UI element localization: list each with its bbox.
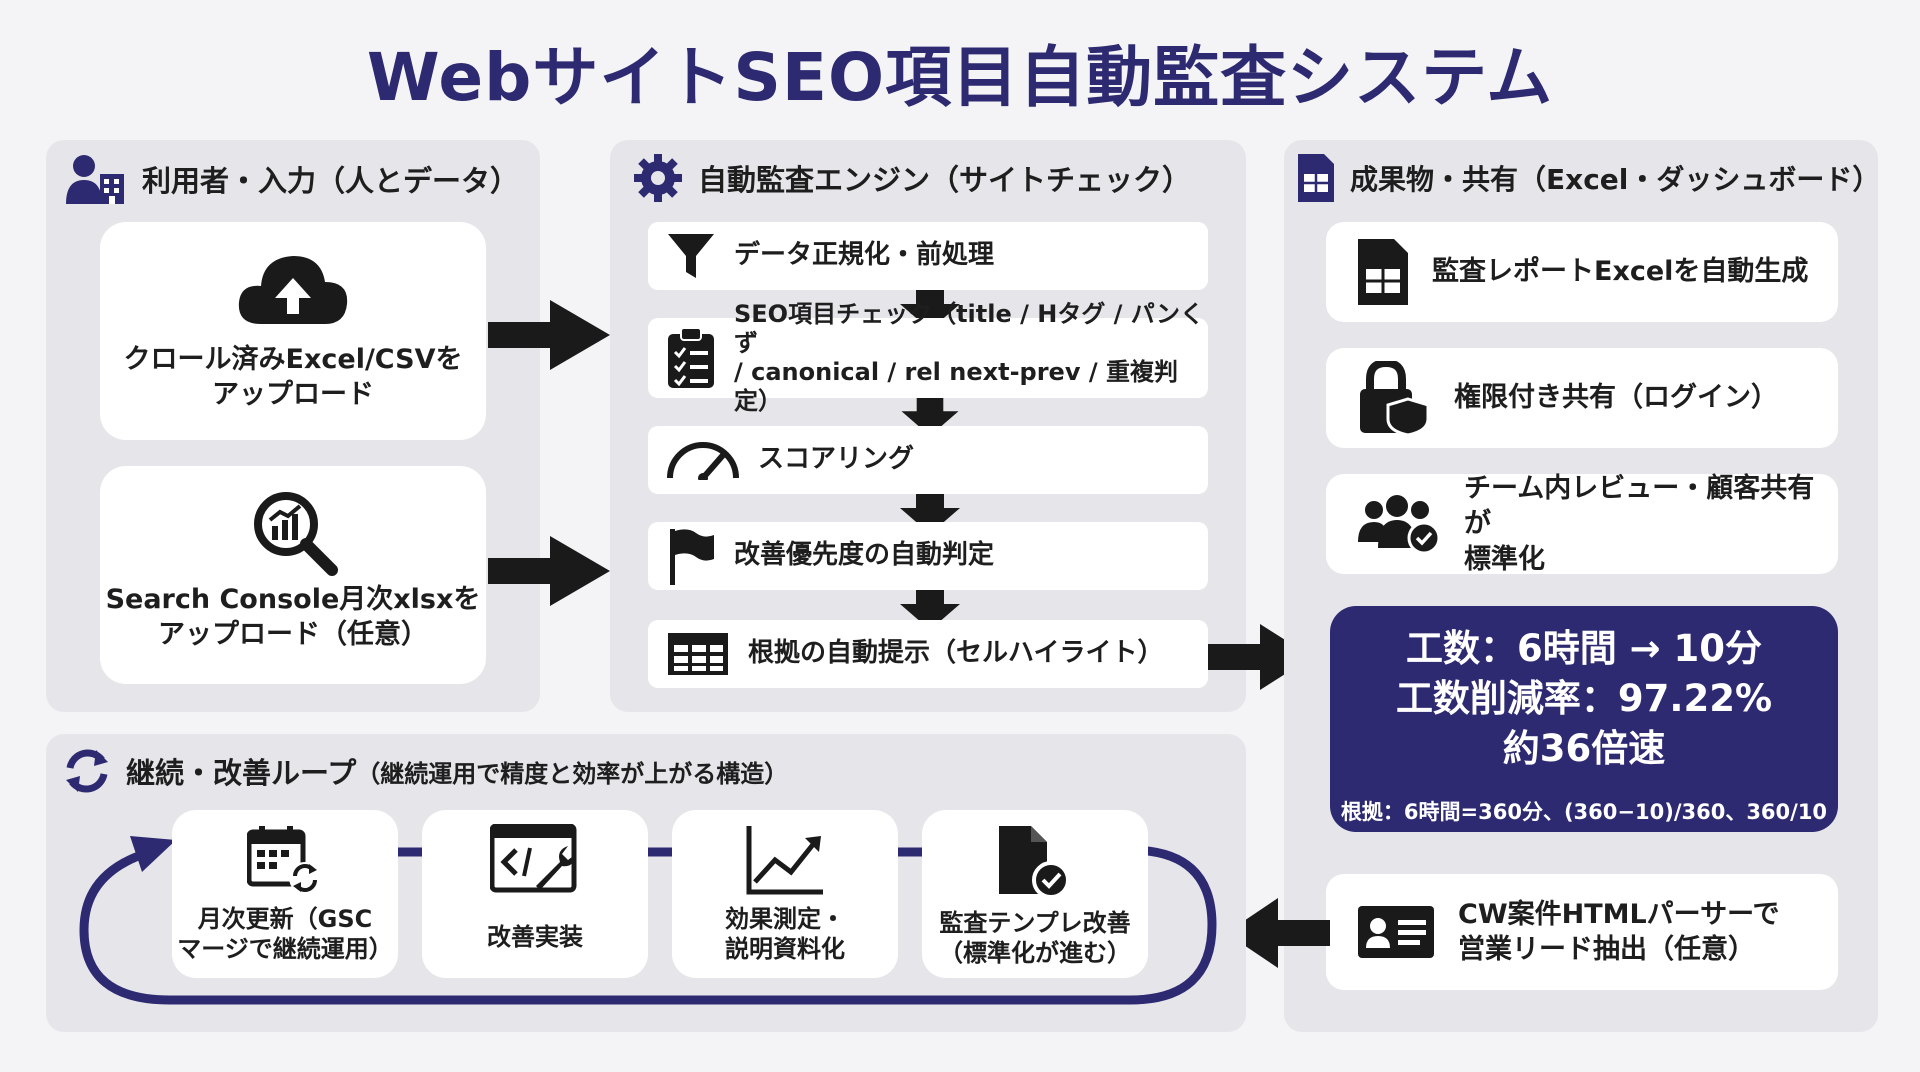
loop-item-implementation: 改善実装 xyxy=(422,810,648,978)
step-seo-check-label: SEO項目チェック（title / Hタグ / パンくず / canonical… xyxy=(734,300,1208,415)
gauge-icon xyxy=(666,440,740,480)
output-card-share: 権限付き共有（ログイン） xyxy=(1326,348,1838,448)
cloud-upload-icon xyxy=(233,248,353,328)
page-title: WebサイトSEO項目自動監査システム xyxy=(366,39,1554,116)
loop-item-monthly-update-label: 月次更新（GSC マージで継続運用） xyxy=(177,904,393,964)
input-card-search-console: Search Console月次xlsxを アップロード（任意） xyxy=(100,466,486,684)
down-arrow-2 xyxy=(901,398,959,436)
loop-item-template: 監査テンプレ改善 （標準化が進む） xyxy=(922,810,1148,978)
id-card-icon xyxy=(1356,904,1436,960)
step-priority-label: 改善優先度の自動判定 xyxy=(734,540,995,571)
arrow-crawl-to-engine xyxy=(488,300,610,370)
input-card-sc-line2: アップロード（任意） xyxy=(158,619,428,651)
loop-heading-text: 継続・改善ループ xyxy=(126,756,357,790)
loop-item-measurement-label: 効果測定・ 説明資料化 xyxy=(725,904,845,964)
output-card-parser-line1: CW案件HTMLパーサーで xyxy=(1458,898,1780,930)
output-card-review: チーム内レビュー・顧客共有が 標準化 xyxy=(1326,471,1838,576)
spreadsheet-doc-icon xyxy=(1296,152,1336,204)
loop-item-1-line2: マージで継続運用） xyxy=(177,935,393,963)
table-icon xyxy=(666,631,730,677)
result-time-reduction: 工数：6時間 → 10分 xyxy=(1406,627,1762,670)
line-chart-icon xyxy=(745,824,825,896)
input-card-sc-line1: Search Console月次xlsxを xyxy=(105,584,481,615)
step-seo-check: SEO項目チェック（title / Hタグ / パンくず / canonical… xyxy=(648,300,1208,415)
loop-item-template-label: 監査テンプレ改善 （標準化が進む） xyxy=(939,908,1131,968)
loop-item-4-line2: （標準化が進む） xyxy=(939,939,1131,967)
down-arrow-4 xyxy=(900,590,960,630)
loop-heading-sub: （継続運用で精度と効率が上がる構造） xyxy=(356,759,789,788)
output-panel-heading: 成果物・共有（Excel・ダッシュボード） xyxy=(1296,152,1880,204)
input-card-crawl: クロール済みExcel/CSVを アップロード xyxy=(100,222,486,440)
engine-heading-text: 自動監査エンジン（サイトチェック） xyxy=(698,163,1192,197)
result-basis: 根拠：6時間=360分、(360−10)/360、360/10 xyxy=(1340,800,1828,824)
clipboard-check-icon xyxy=(666,326,716,390)
step-priority: 改善優先度の自動判定 xyxy=(648,522,1208,590)
output-card-share-label: 権限付き共有（ログイン） xyxy=(1454,382,1778,414)
input-card-crawl-line2: アップロード xyxy=(212,379,374,411)
filter-icon xyxy=(666,232,716,280)
output-card-excel: 監査レポートExcelを自動生成 xyxy=(1326,222,1838,322)
step-normalize: データ正規化・前処理 xyxy=(648,222,1208,290)
loop-item-1-line1: 月次更新（GSC xyxy=(197,905,373,933)
loop-item-monthly-update: 月次更新（GSC マージで継続運用） xyxy=(172,810,398,978)
step-evidence: 根拠の自動提示（セルハイライト） xyxy=(648,620,1208,688)
input-card-crawl-label: クロール済みExcel/CSVを アップロード xyxy=(100,342,486,412)
step-evidence-label: 根拠の自動提示（セルハイライト） xyxy=(748,638,1164,669)
arrow-parser-to-loop xyxy=(1226,898,1330,968)
loop-item-3-line2: 説明資料化 xyxy=(725,935,845,963)
output-card-review-label: チーム内レビュー・顧客共有が 標準化 xyxy=(1464,471,1838,576)
input-panel-heading: 利用者・入力（人とデータ） xyxy=(64,152,519,206)
output-card-parser-line2: 営業リード抽出（任意） xyxy=(1458,934,1755,965)
output-card-parser-label: CW案件HTMLパーサーで 営業リード抽出（任意） xyxy=(1458,897,1780,967)
loop-item-4-line1: 監査テンプレ改善 xyxy=(939,909,1131,937)
sync-icon xyxy=(62,746,112,796)
loop-item-3-line1: 効果測定・ xyxy=(725,905,845,933)
output-card-parser: CW案件HTMLパーサーで 営業リード抽出（任意） xyxy=(1326,874,1838,990)
flag-icon xyxy=(666,527,716,585)
step-seo-check-line2: / canonical / rel next-prev / 重複判定） xyxy=(734,358,1178,415)
down-arrow-1 xyxy=(900,290,960,330)
step-scoring: スコアリング xyxy=(648,426,1208,494)
result-speedup: 約36倍速 xyxy=(1502,727,1666,770)
loop-panel-heading: 継続・改善ループ （継続運用で精度と効率が上がる構造） xyxy=(62,746,788,796)
output-card-review-line2: 標準化 xyxy=(1464,543,1545,575)
user-building-icon xyxy=(64,152,128,206)
loop-item-implementation-label: 改善実装 xyxy=(487,922,583,952)
input-card-crawl-line1: クロール済みExcel/CSVを xyxy=(123,344,463,375)
output-heading-text: 成果物・共有（Excel・ダッシュボード） xyxy=(1350,163,1881,196)
doc-check-icon xyxy=(997,824,1073,900)
step-scoring-label: スコアリング xyxy=(758,444,915,475)
team-check-icon xyxy=(1356,494,1442,554)
arrow-sc-to-engine xyxy=(488,536,610,606)
gear-icon xyxy=(632,152,684,204)
input-heading-text: 利用者・入力（人とデータ） xyxy=(142,164,520,198)
output-card-review-line1: チーム内レビュー・顧客共有が xyxy=(1464,473,1815,540)
engine-panel-heading: 自動監査エンジン（サイトチェック） xyxy=(632,152,1191,204)
lock-shield-icon xyxy=(1356,361,1432,435)
result-box: 工数：6時間 → 10分 工数削減率：97.22% 約36倍速 根拠：6時間=3… xyxy=(1330,606,1838,832)
search-chart-icon xyxy=(248,486,338,576)
input-card-search-console-label: Search Console月次xlsxを アップロード（任意） xyxy=(100,582,486,652)
step-seo-check-line1: SEO項目チェック（title / Hタグ / パンくず xyxy=(734,300,1204,358)
loop-item-2-line1: 改善実装 xyxy=(487,923,583,951)
calendar-sync-icon xyxy=(247,824,323,896)
step-normalize-label: データ正規化・前処理 xyxy=(734,240,995,271)
down-arrow-3 xyxy=(900,494,960,534)
excel-file-icon xyxy=(1356,237,1410,307)
loop-item-measurement: 効果測定・ 説明資料化 xyxy=(672,810,898,978)
code-wrench-icon xyxy=(490,824,580,900)
output-card-excel-label: 監査レポートExcelを自動生成 xyxy=(1432,256,1809,288)
result-reduction-rate: 工数削減率：97.22% xyxy=(1395,677,1773,720)
